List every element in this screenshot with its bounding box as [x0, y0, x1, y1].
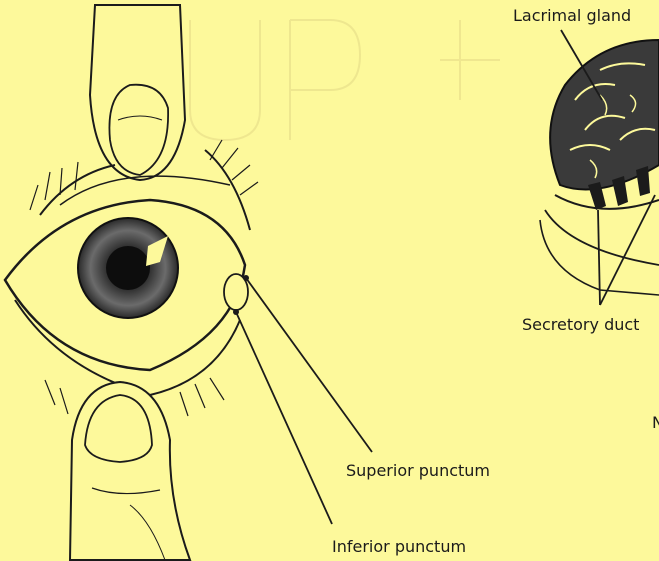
inferior-punctum-leader [236, 312, 332, 524]
secretory-duct-leader-2 [600, 195, 655, 305]
lacrimal-gland [550, 40, 659, 190]
label-inferior-punctum: Inferior punctum [332, 537, 466, 556]
lower-finger [70, 382, 190, 560]
label-secretory-ducts: Secretory duct [522, 315, 639, 334]
pupil [106, 246, 150, 290]
label-partial-n: N [652, 413, 659, 432]
secretory-duct-leader-1 [598, 210, 600, 305]
label-lacrimal-gland: Lacrimal gland [513, 6, 631, 25]
watermark [190, 20, 500, 140]
label-superior-punctum: Superior punctum [346, 461, 490, 480]
eyeball [5, 200, 249, 370]
upper-finger [90, 5, 185, 180]
superior-punctum-leader [246, 278, 372, 452]
